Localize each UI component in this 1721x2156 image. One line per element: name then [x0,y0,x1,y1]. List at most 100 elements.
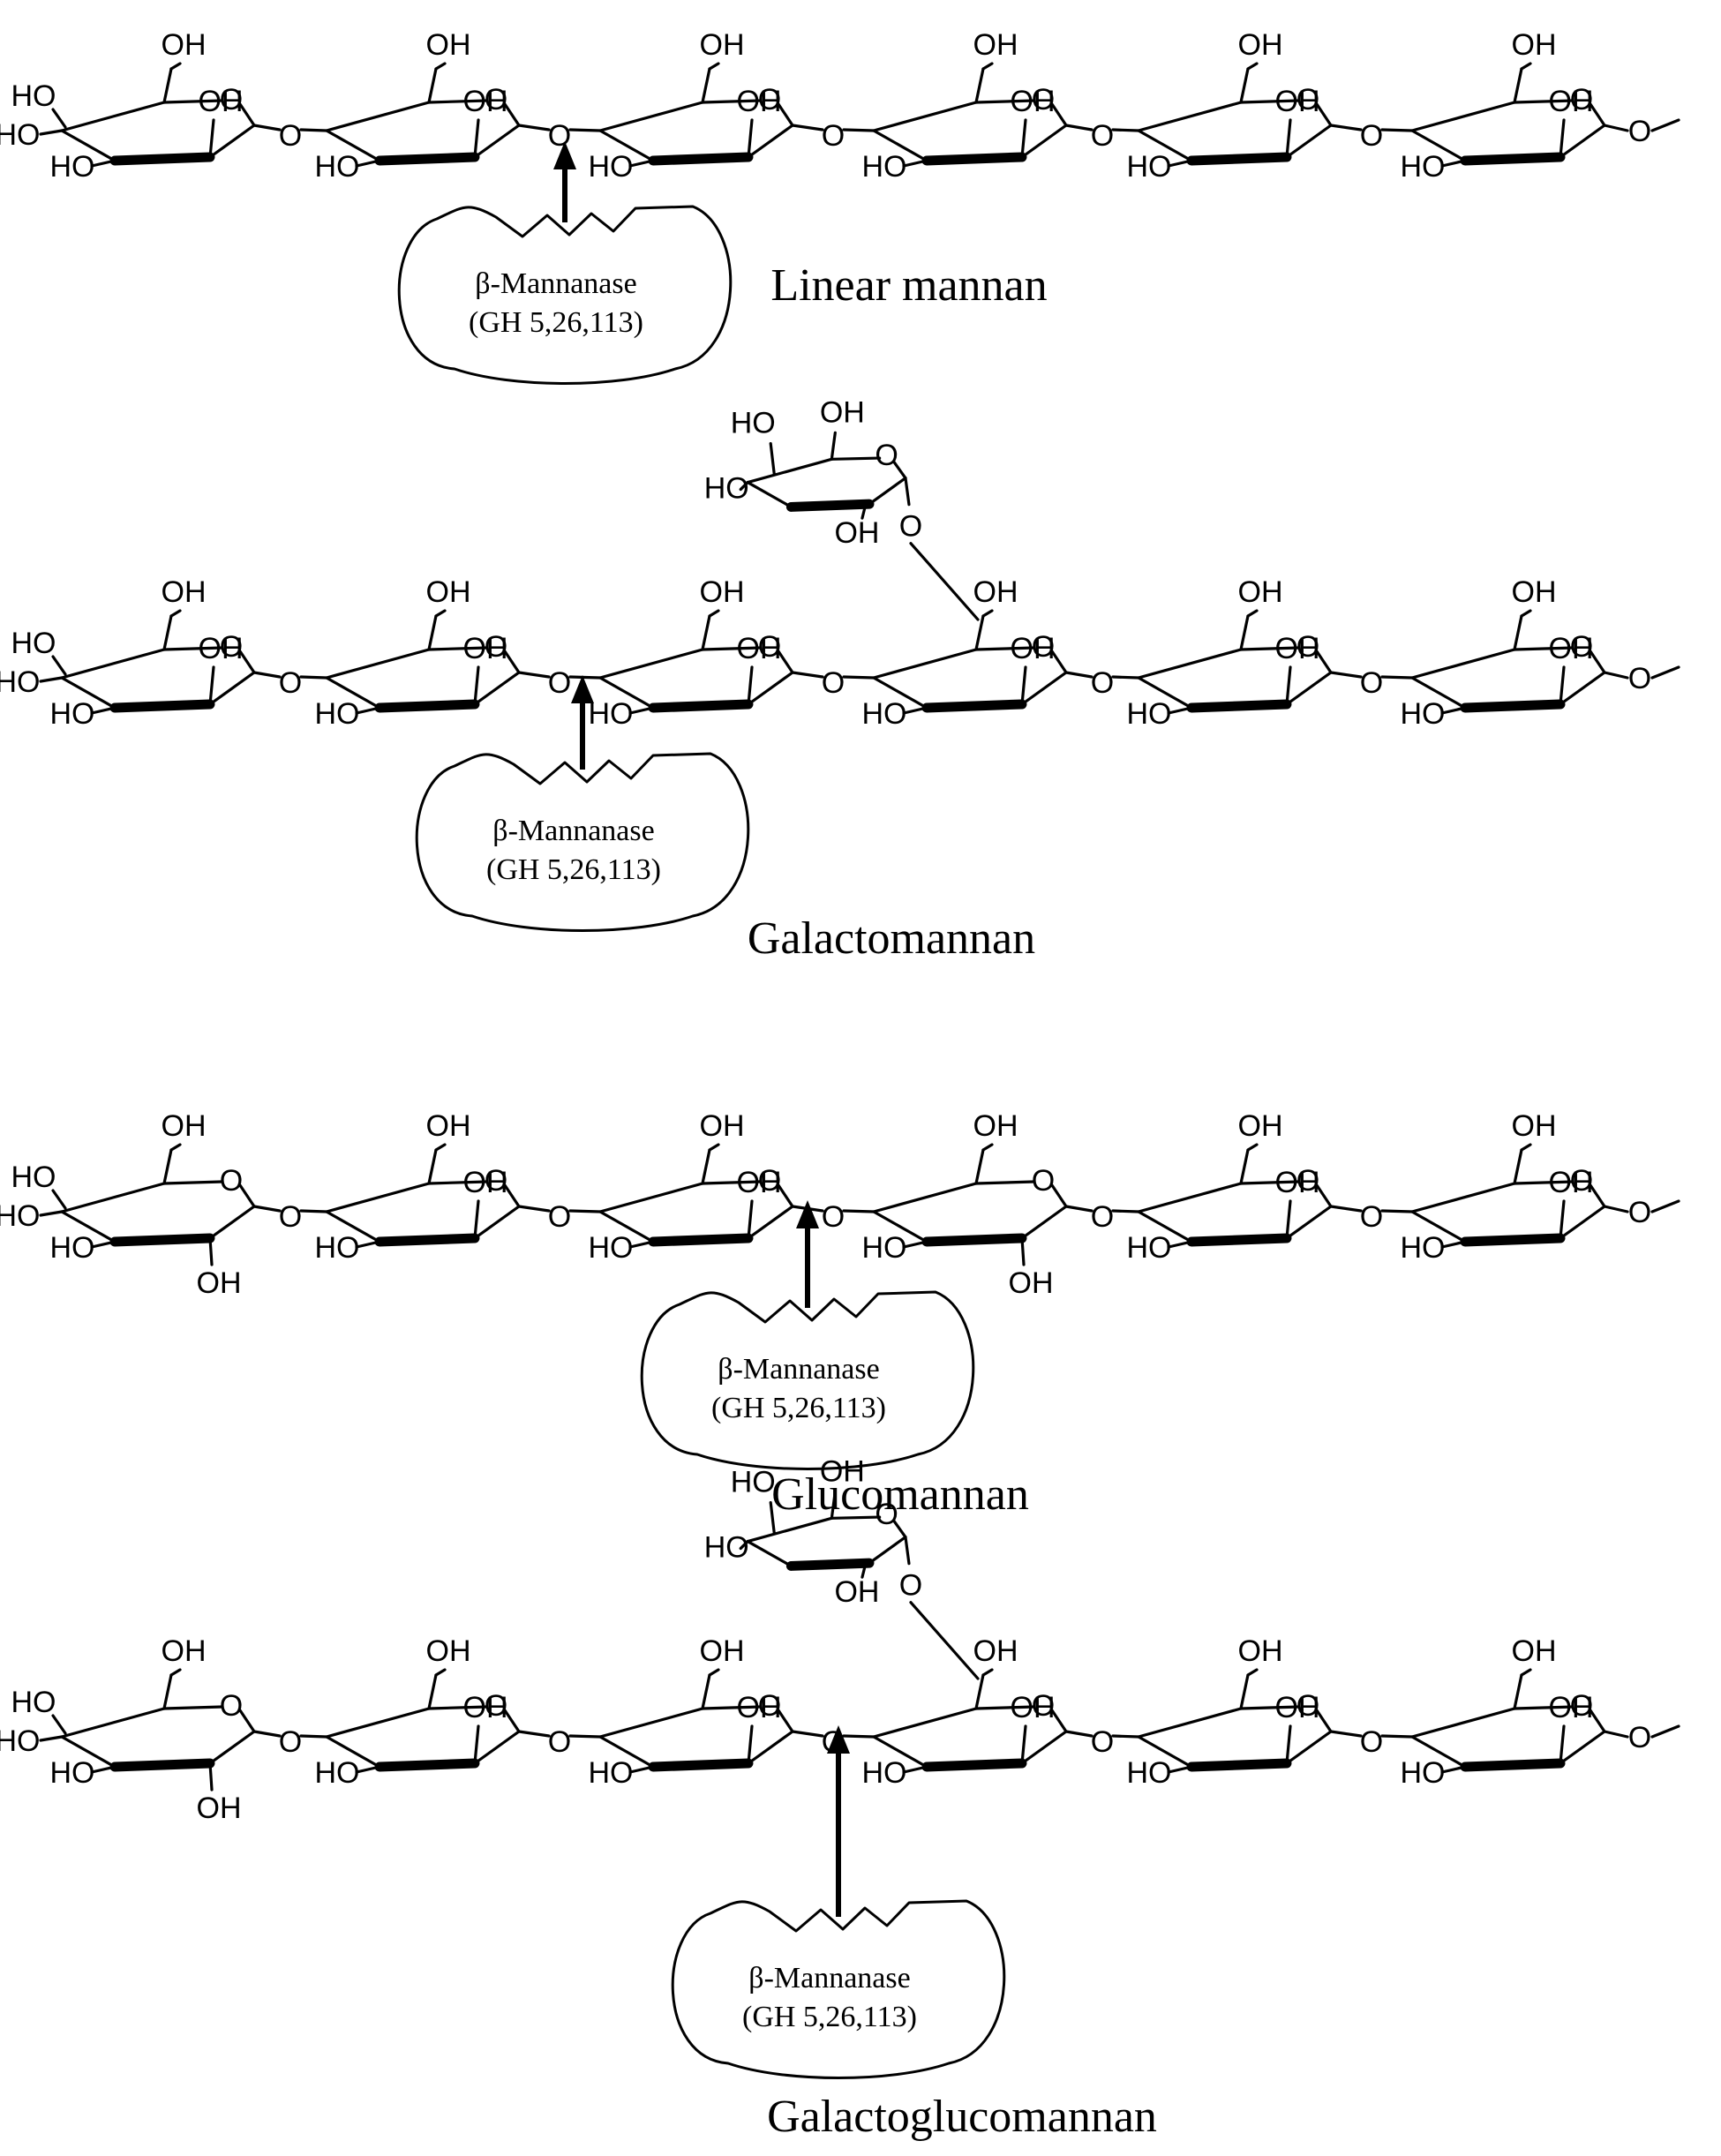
panel-title-glucomannan: Glucomannan [771,1469,1029,1520]
ring-bond [60,101,166,132]
c6-bond [169,62,182,71]
ring-bond [701,646,763,651]
c3-bond [902,706,928,715]
c3-bond [902,159,928,168]
gal-c3-bond [739,480,749,492]
glycosidic-oxygen-label: O [548,1725,571,1759]
ring-bond [427,1180,489,1185]
c6-bond [701,614,711,651]
ring-bond [60,1210,116,1243]
ring-bond [777,1709,794,1733]
ring-oxygen-label: O [758,1689,781,1723]
c2-hydroxyl-label: OH [737,85,782,118]
c3-hydroxyl-label: HO [862,697,907,731]
ring-bond [747,1205,794,1240]
ring-bond [162,99,224,104]
c2-axial-bond [1285,665,1292,706]
ring-bond [1589,1183,1606,1208]
c2-hydroxyl-label: OH [1011,1691,1056,1724]
ring-oxygen-label: O [220,83,243,116]
c2-hydroxyl-label: OH [463,85,508,118]
c3-hydroxyl-label: HO [315,1756,360,1790]
c3-hydroxyl-label: HO [50,1756,95,1790]
c6-bond [701,1673,711,1710]
c6-hydroxyl-label: OH [426,575,471,609]
ring-bond [892,460,907,480]
c3-hydroxyl-label: HO [862,1756,907,1790]
ring-oxygen-label: O [758,83,781,116]
ring-bond-front [1460,699,1566,713]
c6-bond [427,67,438,104]
c2-axial-bond [1020,118,1027,159]
ring-bond-front [1186,1233,1292,1247]
ring-bond [325,1182,431,1213]
c6-hydroxyl-label: OH [973,28,1018,62]
c6-hydroxyl-label: OH [426,1634,471,1668]
ring-bond [503,102,521,127]
c6-bond [169,609,182,618]
gal-c4-hydroxyl-label: HO [731,1466,776,1499]
ring-bond-front [1460,152,1566,166]
glycosidic-bond [517,124,551,131]
glycosidic-bond [517,1730,551,1738]
c3-bond [628,159,655,168]
ring-bond [872,1182,978,1213]
ring-bond [1020,1730,1068,1765]
c2-hydroxyl-label: OH [199,85,244,118]
ring-bond-front [374,1233,480,1247]
enzyme-family-label: (GH 5,26,113) [742,2001,917,2033]
glycosidic-bond [842,1209,876,1213]
c3-hydroxyl-label: HO [589,1231,634,1265]
c6-hydroxyl-label: OH [1238,575,1283,609]
c2-axial-bond [747,118,754,159]
c2-axial-bond [1285,1724,1292,1765]
c3-hydroxyl-label: HO [315,150,360,184]
glycosidic-oxygen-label: O [1360,1200,1383,1234]
ring-bond [701,1180,763,1185]
glycosidic-bond [791,1730,824,1738]
ring-bond-front [109,699,215,713]
ring-bond [872,1735,928,1769]
ring-bond [1589,1709,1606,1733]
c3-bond [90,1765,116,1774]
ring-bond [598,1182,704,1213]
c4b-hydroxyl-label: HO [11,627,56,660]
ring-bond [208,671,256,706]
c2-axial-bond [473,1199,480,1240]
c6-bond [708,609,720,618]
ring-bond [1513,99,1574,104]
terminal-bond [1603,1205,1629,1213]
enzyme-outline [640,1290,975,1470]
c6-bond [1246,62,1259,71]
ring-bond [1410,1707,1516,1739]
ring-bond [872,101,978,132]
c3-bond [902,1240,928,1249]
c6-bond [162,614,173,651]
glycosidic-oxygen-label: O [279,119,302,153]
enzyme-family-label: (GH 5,26,113) [711,1392,886,1424]
ring-bond [1559,1730,1606,1765]
glycosidic-bond [1380,1209,1414,1213]
glycosidic-oxygen-label: O [548,666,571,700]
ring-oxygen-label: O [1570,1689,1593,1723]
ring-bond [1285,124,1333,159]
terminal-bond [1603,124,1629,132]
c3-hydroxyl-label: HO [50,150,95,184]
ring-bond [1050,1183,1068,1208]
c2-hydroxyl-label: OH [1275,1166,1320,1199]
glycosidic-oxygen-label: O [1091,119,1114,153]
ring-bond [1239,99,1301,104]
c4-hydroxyl-label: HO [0,665,41,699]
enzyme-beta-mannanase: β-Mannanase(GH 5,26,113) [415,675,750,932]
c6-hydroxyl-label: OH [700,1634,745,1668]
c6-bond [162,67,173,104]
c2-hydroxyl-label: OH [1011,85,1056,118]
ring-oxygen-label: O [1032,83,1055,116]
ring-bond [1285,671,1333,706]
c6-hydroxyl-label: OH [700,1109,745,1143]
